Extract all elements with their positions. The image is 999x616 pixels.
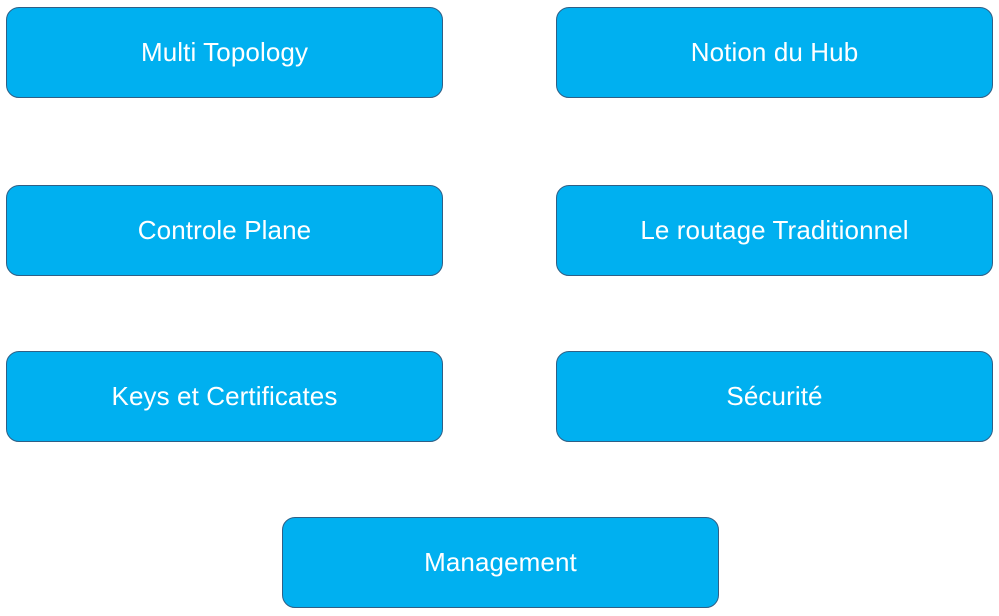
topic-label: Controle Plane — [137, 215, 312, 245]
topic-label: Sécurité — [726, 381, 823, 411]
topic-label: Management — [424, 547, 577, 577]
topic-label: Keys et Certificates — [111, 381, 338, 411]
topic-box-routage-traditionnel[interactable]: Le routage Traditionnel — [556, 185, 993, 276]
topic-box-notion-du-hub[interactable]: Notion du Hub — [556, 7, 993, 98]
topic-box-securite[interactable]: Sécurité — [556, 351, 993, 442]
topic-label: Multi Topology — [140, 37, 309, 67]
topic-label: Le routage Traditionnel — [640, 215, 909, 245]
topic-box-management[interactable]: Management — [282, 517, 719, 608]
topic-label: Notion du Hub — [690, 37, 859, 67]
topic-box-controle-plane[interactable]: Controle Plane — [6, 185, 443, 276]
topic-box-keys-certificates[interactable]: Keys et Certificates — [6, 351, 443, 442]
topic-box-multi-topology[interactable]: Multi Topology — [6, 7, 443, 98]
